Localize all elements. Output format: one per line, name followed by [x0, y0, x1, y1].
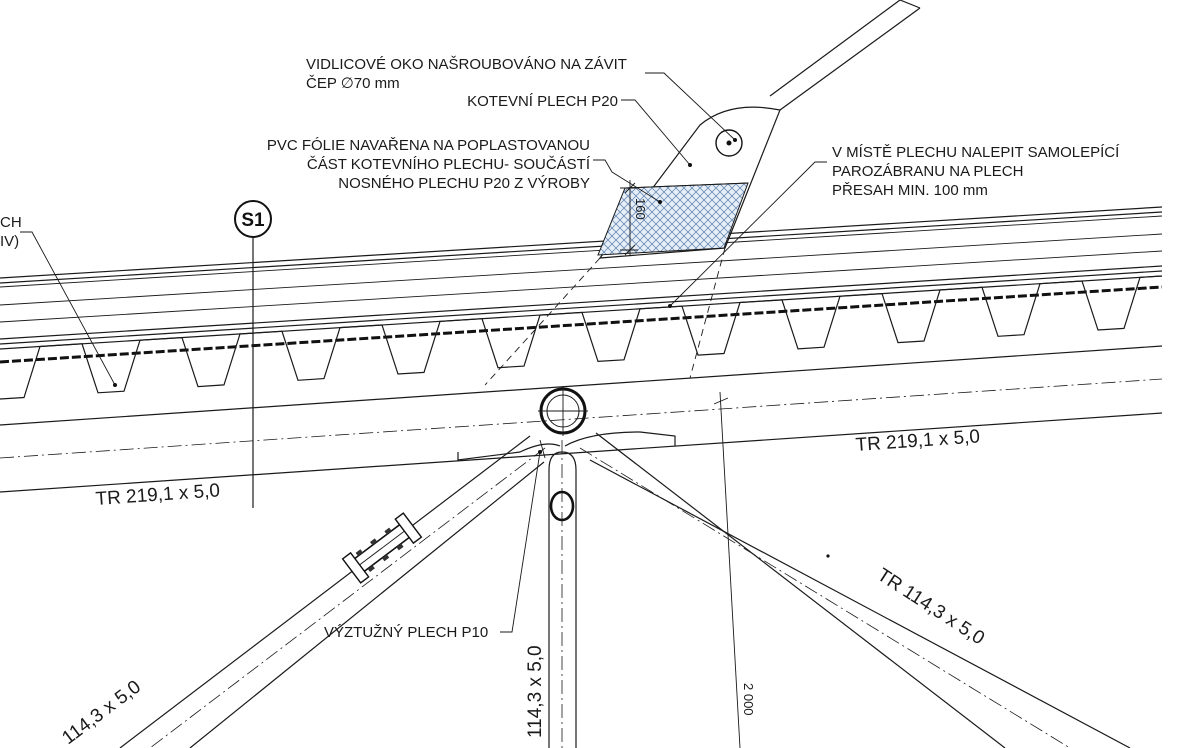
clevis-label-line2: ČEP ∅70 mm [306, 75, 400, 92]
diagonal-right [579, 432, 1131, 748]
vertical-member [548, 440, 577, 748]
trapezoidal-sheet [0, 275, 1162, 400]
annotations: VIDLICOVÉ OKO NAŠROUBOVÁNO NA ZÁVIT ČEP … [0, 56, 1120, 748]
tie-rod [769, 0, 921, 111]
dimension-spacing: 2 000 [713, 391, 756, 748]
gusset-plates [457, 431, 676, 461]
profile-diag-left: 114,3 x 5,0 [58, 676, 145, 748]
left-cut-label-line2: IV) [0, 233, 19, 250]
stiffener-label: VÝZTUŽNÝ PLECH P10 [324, 624, 488, 641]
pvc-label-line1: PVC FÓLIE NAVAŘENA NA POPLASTOVANOU [267, 137, 590, 154]
section-marker-text: S1 [241, 210, 265, 231]
profile-diag-right: TR 114,3 x 5,0 [873, 565, 988, 650]
anchor-plate-label: KOTEVNÍ PLECH P20 [467, 93, 618, 110]
vapor-label-line3: PŘESAH MIN. 100 mm [832, 182, 988, 199]
leader-lines [20, 72, 827, 633]
vapor-label-line2: PAROZÁBRANU NA PLECH [832, 163, 1023, 180]
pvc-label-line2: ČÁST KOTEVNÍHO PLECHU- SOUČÁSTÍ [307, 156, 591, 173]
roof-layers [0, 206, 1162, 364]
profile-main-right: TR 219,1 x 5,0 [855, 426, 981, 456]
flange-joint [341, 512, 423, 584]
main-chord [0, 345, 1162, 493]
projection-lines [484, 247, 726, 386]
dimension-160-text: 160 [633, 198, 648, 220]
pvc-label-line3: NOSNÉHO PLECHU P20 Z VÝROBY [338, 175, 590, 192]
profile-vertical: 114,3 x 5,0 [525, 645, 546, 738]
anchor-plate [597, 106, 781, 259]
section-marker[interactable]: S1 [234, 200, 272, 508]
clevis-label-line1: VIDLICOVÉ OKO NAŠROUBOVÁNO NA ZÁVIT [306, 56, 627, 73]
left-cut-label-line1: CH [0, 214, 22, 231]
clevis-pin [715, 129, 743, 157]
vapor-label-line1: V MÍSTĚ PLECHU NALEPIT SAMOLEPÍCÍ [832, 144, 1120, 161]
dimension-2000-text: 2 000 [741, 683, 756, 716]
dimension-plate-height: 160 [620, 180, 648, 256]
chord-tube-section [538, 386, 588, 436]
diagonal-left [119, 435, 546, 748]
